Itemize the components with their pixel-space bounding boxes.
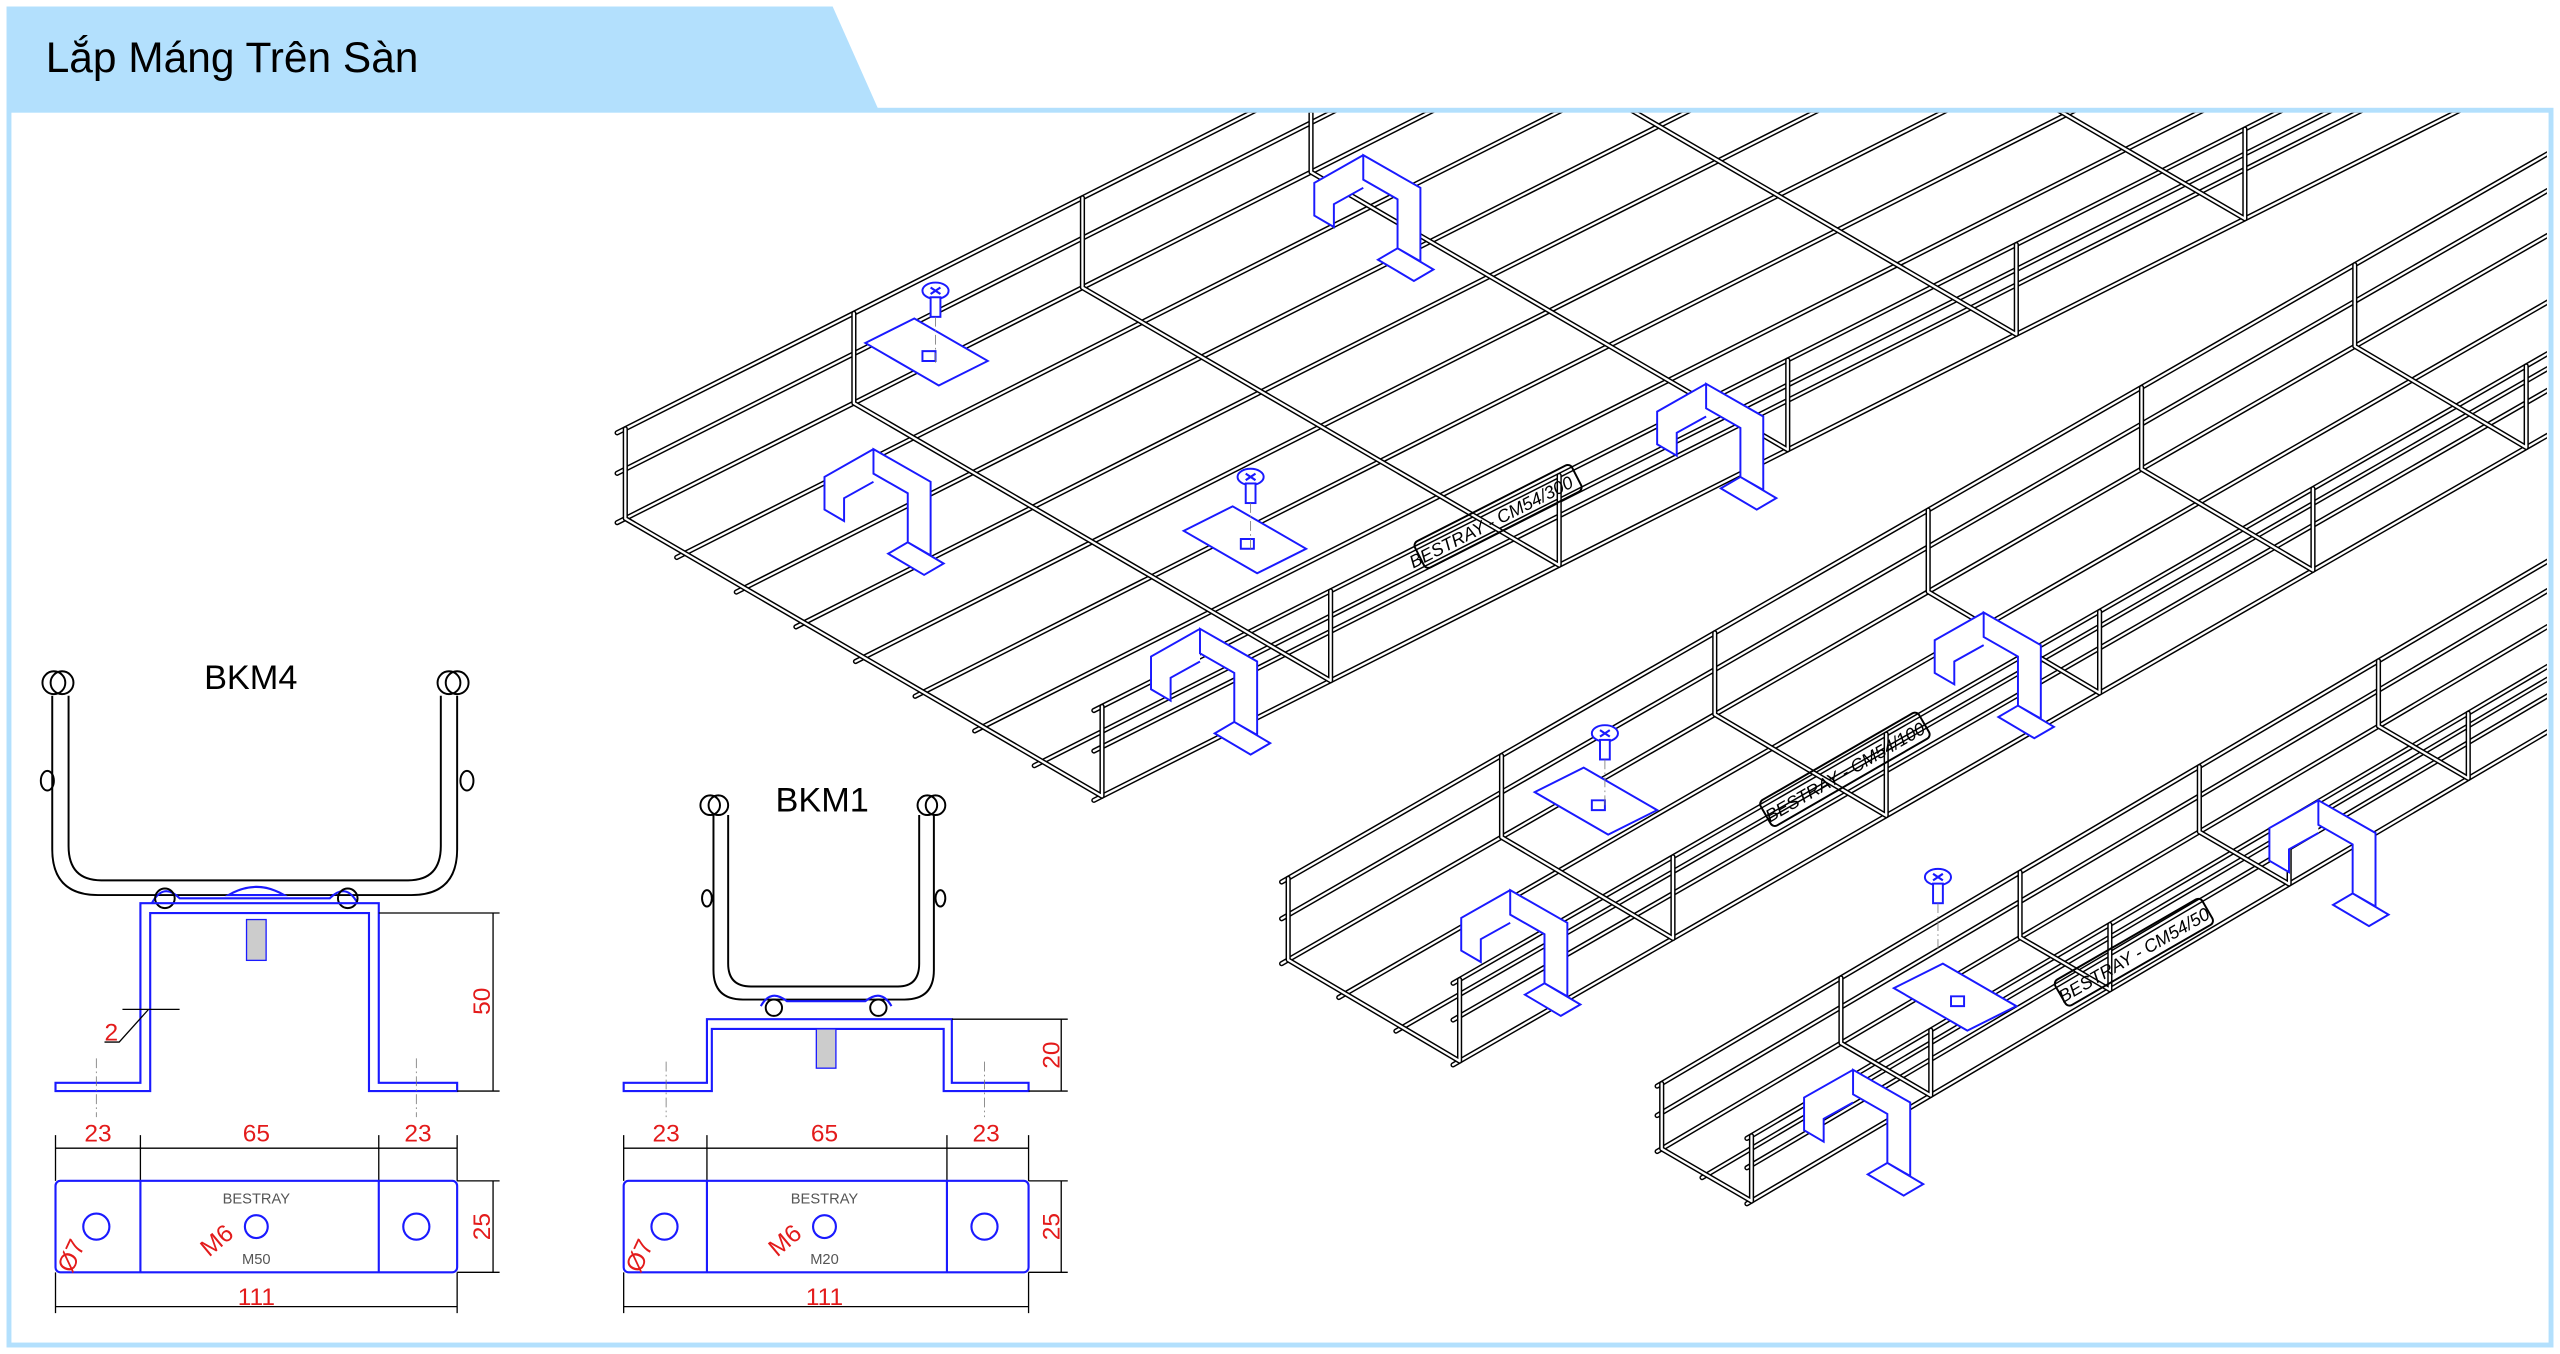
bkm4-plate-model: M50 [242, 1252, 271, 1268]
bkm4-bolt-dim: M6 [195, 1220, 238, 1263]
bkm1-plate-brand: BESTRAY [791, 1192, 859, 1208]
tray-cm54-300-far-mid-wire [616, 112, 1334, 475]
bkm4-height-dim: 50 [469, 988, 496, 1015]
tray-cm54-300-near-mid-wire [1092, 112, 2360, 753]
tray-cm54-50-far-mid-wire [1656, 589, 2547, 1117]
tray-cm54-300-cross-wire [1997, 0, 2474, 103]
tray-cm54-300-cross-wire [1081, 196, 1561, 567]
tray-assembly [614, 0, 2547, 1207]
content-frame [6, 107, 2554, 1348]
screw-icon [1923, 867, 1952, 951]
tray-cm54-100-cross-wire [2353, 263, 2528, 449]
tray-cm54-300-cross-wire [852, 312, 1332, 682]
floor-bracket-icon [1313, 153, 1436, 283]
bkm1-plate-model: M20 [810, 1252, 839, 1268]
bkm1-total-dim: 111 [806, 1284, 843, 1311]
tray-cm54-300-bottom-wire [793, 112, 1820, 630]
floor-bracket-icon [823, 447, 946, 577]
bkm4-left-dim: 23 [84, 1121, 111, 1148]
tray-cm54-300-bottom-wire [973, 112, 2201, 733]
tray-cm54-50-cross-wire [1839, 976, 1932, 1097]
floor-bracket-icon [2268, 798, 2391, 928]
tray-cm54-50-near-top-wire [1745, 665, 2547, 1140]
floor-bracket-icon [1150, 627, 1273, 756]
tray-cm54-300-bottom-wire [675, 112, 1560, 559]
tray-cm54-300-cross-wire [1630, 112, 2019, 337]
bkm4-plate [54, 1179, 459, 1274]
tray-cm54-50-bottom-wire [1656, 625, 2547, 1153]
screw-icon [1236, 467, 1265, 551]
screw-icon [1590, 724, 1619, 807]
bkm1-section-view: BKM1 20 23 65 23 BESTRAY M20 M6 Ø7 25 11… [621, 782, 1068, 1314]
floor-bracket-icon [1656, 382, 1779, 511]
tray-cm54-50-far-top-wire [1656, 560, 2547, 1088]
tray-cm54-300-bottom-wire [616, 112, 1432, 524]
tray-cm54-300-bottom-wire [854, 112, 1945, 663]
bkm1-left-dim: 23 [653, 1121, 680, 1148]
tray-cm54-100-cross-wire [1285, 875, 1463, 1064]
tray-cm54-100-near-top-wire [1451, 352, 2547, 985]
tray-cm54-300-bottom-wire [794, 112, 1816, 629]
bkm1-right-dim: 23 [973, 1121, 1000, 1148]
tray-cm54-100-cross-wire [2140, 386, 2315, 572]
header-banner [6, 6, 879, 110]
bkm4-section-view: BKM4 50 2 23 65 23 BESTRAY M50 M6 Ø7 25 … [39, 659, 500, 1314]
bkm1-center-dim: 65 [811, 1121, 838, 1148]
tray-cm54-300-near-top-wire [1092, 112, 2280, 712]
tray-cm54-300-cross-wire [1997, 0, 2474, 103]
tray-cm54-100-cross-wire [1713, 631, 1888, 817]
tray-cm54-300-bottom-wire [1092, 112, 2458, 802]
tray-tag-cm54-50: BESTRAY - CM54/50 [2053, 897, 2214, 1007]
bkm4-width-dim: 25 [469, 1213, 496, 1240]
page-title: Lắp Máng Trên Sàn [46, 34, 419, 81]
tray-clip-icon [1181, 505, 1309, 575]
tray-cm54-50-cross-wire [2377, 659, 2470, 780]
tray-clip-icon [1532, 766, 1660, 836]
svg-text:BESTRAY - CM54/100: BESTRAY - CM54/100 [1762, 718, 1929, 826]
tray-cm54-300-cross-wire [1633, 112, 2018, 336]
tray-cm54-300-bottom-wire [735, 112, 1688, 594]
tray-tag-cm54-100: BESTRAY - CM54/100 [1759, 711, 1931, 827]
tray-cm54-300-cross-wire [624, 427, 1104, 798]
bkm4-label: BKM4 [204, 659, 297, 697]
floor-bracket-icon [1803, 1068, 1926, 1197]
bkm4-thickness-dim: 2 [104, 1019, 118, 1046]
bkm1-width-dim: 25 [1039, 1213, 1066, 1240]
bkm1-label: BKM1 [776, 782, 869, 820]
tray-clip-icon [863, 317, 990, 387]
tray-cm54-100-cross-wire [1500, 754, 1675, 940]
bkm4-center-dim: 65 [243, 1121, 270, 1148]
bkm4-right-dim: 23 [404, 1121, 431, 1148]
tray-cm54-300-cross-wire [1309, 112, 1789, 451]
bkm1-bolt-dim: M6 [764, 1220, 807, 1263]
bkm4-hole-dim: Ø7 [53, 1235, 91, 1276]
bkm1-height-dim: 20 [1039, 1041, 1066, 1068]
tray-cm54-100-near-top-wire [1450, 351, 2547, 986]
bkm1-plate [622, 1179, 1030, 1274]
floor-bracket-icon [1460, 888, 1583, 1018]
bkm4-plate-brand: BESTRAY [223, 1192, 291, 1208]
bkm1-hole-dim: Ø7 [621, 1235, 659, 1276]
floor-bracket-icon [1933, 610, 2056, 740]
tray-cm54-300-far-mid-wire [614, 112, 1337, 476]
screw-icon [921, 281, 950, 365]
bkm4-total-dim: 111 [238, 1284, 275, 1311]
tray-cm54-300-far-top-wire [616, 112, 1254, 434]
tray-cm54-50-cross-wire [1660, 1082, 1753, 1203]
tray-cm54-50-cross-wire [2018, 871, 2112, 991]
tray-cm54-100-cross-wire [1287, 877, 1461, 1063]
tray-cm54-300-cross-wire [2060, 112, 2247, 221]
tray-clip-icon [1891, 962, 2019, 1032]
tray-cm54-300-bottom-wire [1033, 112, 2330, 767]
tray-cm54-300-bottom-wire [913, 112, 2073, 698]
